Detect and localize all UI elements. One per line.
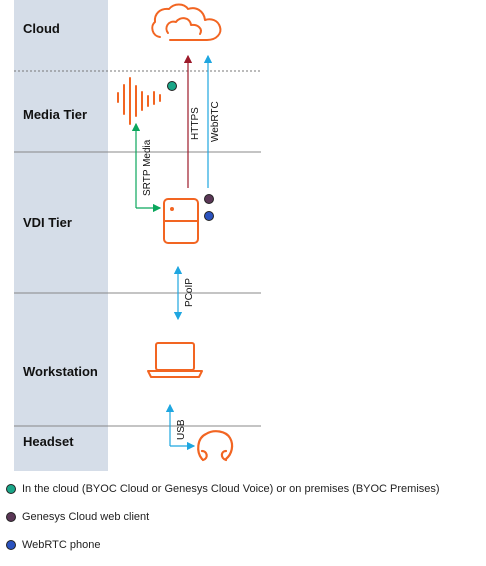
dot-web-client	[204, 194, 214, 204]
legend-text: In the cloud (BYOC Cloud or Genesys Clou…	[22, 483, 440, 495]
https-label: HTTPS	[190, 107, 201, 140]
legend-text: Genesys Cloud web client	[22, 511, 150, 523]
dot-webrtc-phone	[204, 211, 214, 221]
srtp-media-label: SRTP Media	[142, 139, 153, 196]
tier-label-media: Media Tier	[23, 107, 87, 122]
usb-label: USB	[176, 419, 187, 440]
dot-cloud-or-premises	[167, 81, 177, 91]
legend-item-cloud: In the cloud (BYOC Cloud or Genesys Clou…	[6, 481, 440, 497]
webrtc-label: WebRTC	[210, 101, 221, 142]
tier-sidebar	[14, 0, 108, 471]
legend-item-web-client: Genesys Cloud web client	[6, 509, 149, 525]
tier-label-vdi: VDI Tier	[23, 215, 72, 230]
legend-text: WebRTC phone	[22, 539, 101, 551]
media-waveform-icon	[117, 77, 161, 125]
cloud-icon	[151, 3, 222, 41]
headset-icon	[197, 430, 234, 462]
laptop-icon	[147, 342, 203, 378]
tier-label-workstation: Workstation	[23, 364, 98, 379]
legend-dot-webrtc-phone	[6, 540, 16, 550]
legend-dot-web-client	[6, 512, 16, 522]
server-icon	[163, 198, 199, 244]
tier-label-cloud: Cloud	[23, 21, 60, 36]
legend-dot-cloud	[6, 484, 16, 494]
pcoip-label: PCoIP	[184, 278, 195, 307]
legend-item-webrtc-phone: WebRTC phone	[6, 537, 100, 553]
tier-label-headset: Headset	[23, 434, 74, 449]
architecture-diagram: Cloud Media Tier VDI Tier Workstation He…	[14, 0, 261, 471]
